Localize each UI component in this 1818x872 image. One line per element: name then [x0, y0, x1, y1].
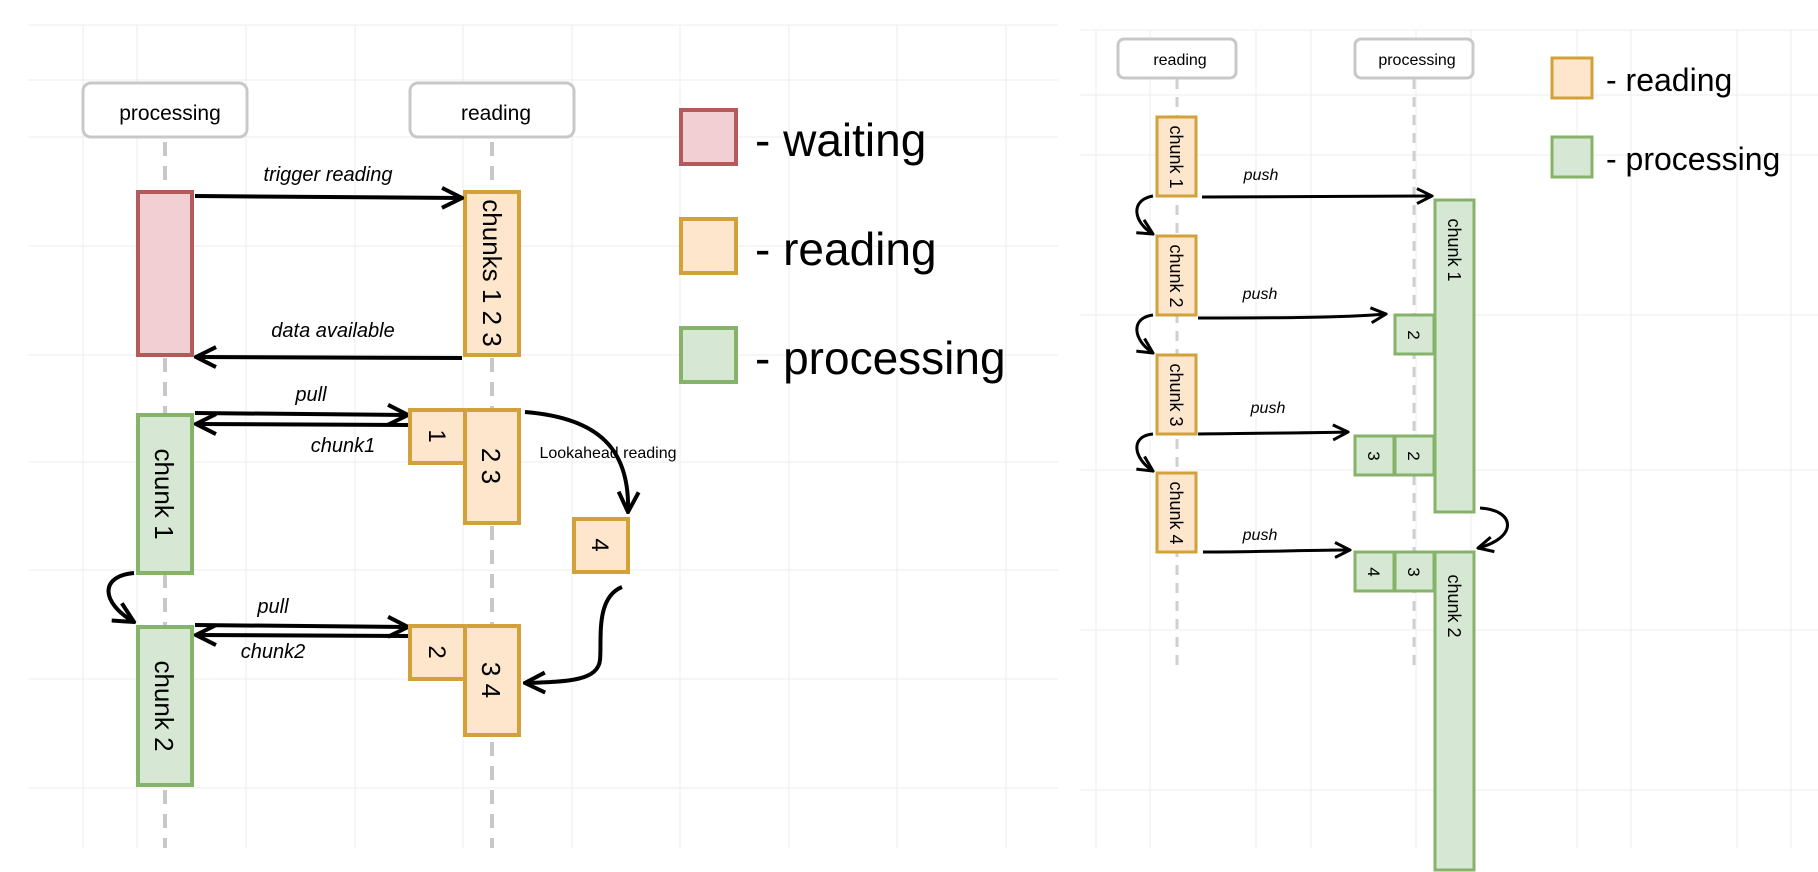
trigger-reading-arrow: [194, 196, 462, 198]
right-queue-3b-label: 3: [1404, 567, 1423, 576]
right-processing-chunk-1-label: chunk 1: [1444, 218, 1464, 281]
right-push-arrow-3: [1197, 432, 1348, 434]
right-processing-chunk-2: [1433, 550, 1476, 872]
data-available-label: data available: [271, 320, 394, 342]
right-reading-chunk-1-label: chunk 1: [1166, 125, 1186, 188]
reading-block-1-label: 1: [423, 429, 450, 442]
processing-block-chunk-2-label: chunk 2: [149, 660, 179, 751]
chunk1-reply-label: chunk1: [311, 435, 376, 457]
next-chunk-arrow: [106, 571, 135, 622]
chunk2-reply-arrow: [196, 635, 409, 636]
right-reading-chunk-2-label: chunk 2: [1166, 244, 1186, 307]
right-queue-3a-label: 3: [1364, 451, 1383, 460]
right-processing-lane-title: processing: [1378, 52, 1455, 69]
right-reading-chunk-4-label: chunk 4: [1166, 481, 1186, 544]
right-reading-chunk-1: [1155, 115, 1198, 198]
chunk1-reply-arrow: [196, 424, 409, 425]
pull-label-2: pull: [256, 596, 289, 618]
right-push-arrow-2: [1197, 314, 1386, 318]
data-available-arrow: [196, 357, 463, 358]
legend-waiting-swatch: [679, 108, 738, 166]
right-next-process-arrow: [1478, 506, 1509, 548]
right-reading-chunk-4: [1155, 471, 1198, 554]
right-queue-4a-label: 4: [1364, 567, 1383, 576]
right-queue-2a-label: 2: [1404, 330, 1423, 339]
reading-block-1: [408, 408, 467, 465]
reading-block-chunks-123-label: chunks 1 2 3: [477, 199, 507, 346]
reading-lane-title: reading: [461, 102, 531, 125]
legend-processing-swatch: [679, 326, 738, 384]
right-legend-processing-swatch: [1550, 135, 1594, 179]
right-next-read-arrow-3: [1135, 432, 1153, 471]
right-legend-reading-swatch: [1550, 56, 1594, 100]
right-next-read-arrow-1: [1135, 194, 1153, 234]
processing-lane-title: processing: [119, 102, 221, 125]
right-queue-2b-label: 2: [1404, 451, 1423, 460]
reading-lane-header: [408, 81, 576, 139]
processing-block-chunk-1-label: chunk 1: [149, 448, 179, 539]
reading-block-4-label: 4: [586, 538, 613, 551]
reading-block-23-label: 2 3: [476, 448, 506, 484]
right-push-label-4: push: [1242, 527, 1278, 544]
right-push-label-3: push: [1250, 400, 1286, 417]
legend-waiting-label: - waiting: [755, 114, 926, 166]
trigger-reading-label: trigger reading: [264, 164, 393, 186]
right-processing-chunk-2-label: chunk 2: [1444, 574, 1464, 637]
right-reading-chunk-3-label: chunk 3: [1166, 363, 1186, 426]
right-queue-4a: [1353, 550, 1396, 593]
right-reading-chunk-3: [1155, 353, 1198, 436]
right-next-read-arrow-2: [1135, 313, 1153, 353]
right-push-arrow-1: [1201, 196, 1432, 197]
pull-arrow-2: [194, 625, 408, 627]
right-push-label-2: push: [1242, 286, 1278, 303]
right-push-label-1: push: [1243, 167, 1279, 184]
right-legend-processing-label: - processing: [1606, 141, 1780, 177]
right-reading-chunk-2: [1155, 234, 1198, 317]
lookahead-arrow: [524, 410, 628, 512]
chunk2-reply-label: chunk2: [241, 641, 306, 663]
reading-block-34: [463, 624, 521, 737]
reading-block-23: [463, 408, 521, 525]
reading-block-2-label: 2: [423, 645, 450, 658]
right-reading-lane-title: reading: [1153, 52, 1206, 69]
right-reading-lane-header: [1116, 37, 1238, 80]
pull-arrow-1: [194, 413, 408, 415]
right-processing-lane-header: [1353, 37, 1475, 80]
lookahead-return-arrow: [525, 585, 623, 683]
processing-block-chunk-1: [136, 413, 194, 575]
lookahead-label: Lookahead reading: [539, 445, 676, 462]
reading-block-chunks-123: [463, 190, 521, 357]
processing-lane-header: [81, 81, 249, 139]
processing-block-chunk-2: [136, 625, 194, 787]
right-queue-2a: [1393, 313, 1436, 356]
right-legend-reading-label: - reading: [1606, 62, 1732, 98]
reading-block-4: [572, 517, 630, 574]
reading-block-34-label: 3 4: [476, 662, 506, 698]
right-push-arrow-4: [1202, 550, 1350, 552]
waiting-block: [136, 190, 194, 357]
legend-reading-swatch: [679, 217, 738, 275]
right-processing-chunk-1: [1433, 198, 1476, 514]
right-queue-3a: [1353, 434, 1396, 477]
legend-reading-label: - reading: [755, 223, 937, 275]
right-queue-2b: [1393, 434, 1436, 477]
legend-processing-label: - processing: [755, 332, 1006, 384]
pull-label-1: pull: [294, 384, 327, 406]
